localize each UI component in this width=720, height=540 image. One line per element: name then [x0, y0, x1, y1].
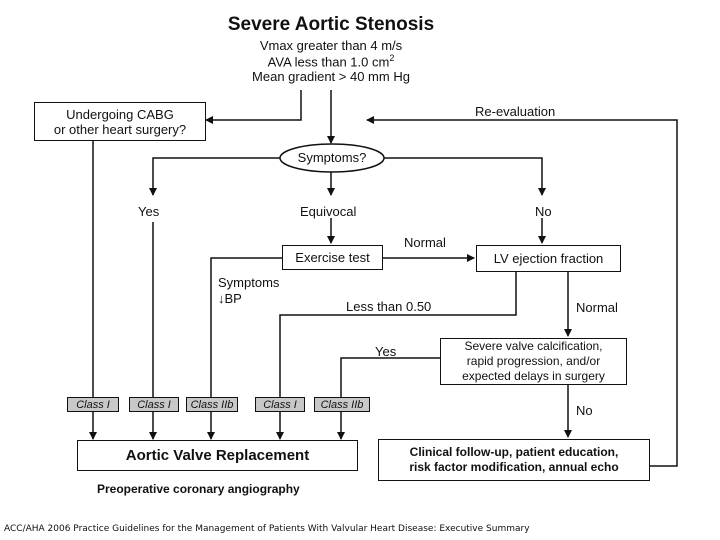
- surgery-question-line1: Undergoing CABG: [66, 106, 174, 122]
- symptoms-decision-label: Symptoms?: [297, 150, 367, 165]
- calcification-yes-label: Yes: [375, 344, 397, 359]
- clinical-followup-line1: Clinical follow-up, patient education,: [409, 445, 619, 459]
- criteria-gradient: Mean gradient > 40 mm Hg: [252, 69, 410, 84]
- criteria-ava: AVA less than 1.0 cm2: [200, 53, 462, 70]
- clinical-followup-box: Clinical follow-up, patient education, r…: [378, 439, 650, 481]
- criteria-ava-superscript: 2: [389, 53, 395, 63]
- aortic-valve-replacement-box: Aortic Valve Replacement: [77, 440, 358, 471]
- lv-ejection-fraction-label: LV ejection fraction: [493, 251, 604, 266]
- lv-ejection-fraction-box: LV ejection fraction: [476, 245, 621, 272]
- lv-normal-label: Normal: [576, 300, 618, 315]
- clinical-followup-line2: risk factor modification, annual echo: [409, 460, 619, 474]
- calcification-line3: expected delays in surgery: [462, 369, 605, 383]
- surgery-question-line2: or other heart surgery?: [53, 121, 187, 137]
- symptoms-decision-shape: [279, 143, 385, 173]
- less-than-label: Less than 0.50: [346, 299, 432, 314]
- reevaluation-label: Re-evaluation: [475, 104, 556, 119]
- symptoms-bp-label-line1: Symptoms: [218, 275, 280, 290]
- class-badge-4-label: Class I: [263, 398, 297, 411]
- class-badge-2: Class I: [129, 397, 179, 412]
- source-footer: ACC/AHA 2006 Practice Guidelines for the…: [4, 524, 530, 534]
- diagram-title: Severe Aortic Stenosis: [227, 14, 435, 35]
- exercise-test-box: Exercise test: [282, 245, 383, 270]
- surgery-question-box: Undergoing CABG or other heart surgery?: [34, 102, 206, 141]
- preoperative-angiography-note: Preoperative coronary angiography: [97, 482, 300, 496]
- class-badge-5-label: Class IIb: [320, 398, 364, 411]
- class-badge-5: Class IIb: [314, 397, 370, 412]
- class-badge-2-label: Class I: [137, 398, 171, 411]
- class-badge-4: Class I: [255, 397, 305, 412]
- aortic-valve-replacement-label: Aortic Valve Replacement: [125, 447, 310, 464]
- calcification-line2: rapid progression, and/or: [466, 354, 601, 368]
- calcification-box: Severe valve calcification, rapid progre…: [440, 338, 627, 385]
- exercise-test-label: Exercise test: [295, 250, 370, 265]
- class-badge-1: Class I: [67, 397, 119, 412]
- criteria-ava-text: AVA less than 1.0 cm: [267, 54, 390, 70]
- class-badge-1-label: Class I: [76, 398, 110, 411]
- branch-yes-label: Yes: [138, 204, 160, 219]
- class-badge-3: Class IIb: [186, 397, 238, 412]
- exercise-normal-label: Normal: [404, 235, 446, 250]
- class-badge-3-label: Class IIb: [190, 398, 234, 411]
- calcification-no-label: No: [576, 403, 593, 418]
- branch-equivocal-label: Equivocal: [300, 204, 357, 219]
- branch-no-label: No: [535, 204, 552, 219]
- criteria-vmax: Vmax greater than 4 m/s: [259, 38, 403, 53]
- calcification-line1: Severe valve calcification,: [464, 339, 603, 353]
- symptoms-bp-label-line2: ↓BP: [218, 291, 242, 306]
